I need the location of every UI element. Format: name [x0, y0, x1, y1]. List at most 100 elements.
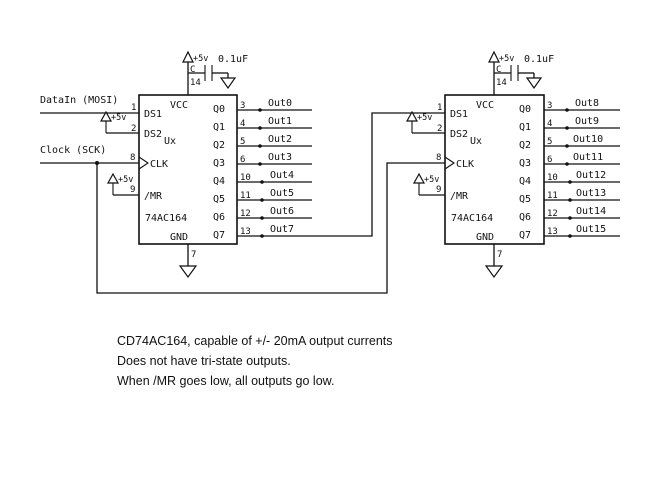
- chip1-pinnum-q4: 10: [240, 173, 251, 183]
- chip1-pin-q4-label: Q4: [213, 176, 225, 187]
- chip1-gnd-pinnum: 7: [191, 250, 196, 260]
- chip2-pin-q1-label: Q1: [519, 122, 531, 133]
- chip1-pin-ds1-label: DS1: [144, 109, 162, 120]
- chip1-vcc-supply-label: +5v: [193, 54, 208, 64]
- chip1-pinnum-q2: 5: [240, 137, 245, 147]
- chip2-net-out13: Out13: [576, 188, 606, 199]
- chip2-pinnum-q6: 12: [547, 209, 558, 219]
- chip1-net-out1: Out1: [268, 116, 292, 127]
- chip1-pin-ds2-label: DS2: [144, 129, 162, 140]
- chip2-vcc-supply-icon: [488, 50, 500, 63]
- chip2-pinnum-ds1: 1: [437, 103, 442, 113]
- chip1-ds2-supply-icon: [99, 110, 113, 122]
- chip2-pinnum-q2: 5: [547, 137, 552, 147]
- chip1-gnd-icon: [178, 265, 198, 279]
- chip2-net-out11: Out11: [573, 152, 603, 163]
- chip1-pinnum-q1: 4: [240, 119, 245, 129]
- chip1-gnd-label: GND: [170, 232, 188, 243]
- chip1-vcc-pinnum: 14: [190, 78, 201, 88]
- chip1-net-out7: Out7: [270, 224, 294, 235]
- chip2-pinnum-ds2: 2: [437, 124, 442, 134]
- chip1-clk-edge-triangle: [138, 156, 149, 170]
- chip1-pin-q0-label: Q0: [213, 104, 225, 115]
- chip1-net-out5: Out5: [270, 188, 294, 199]
- chip1-ds2-supply-label: +5v: [111, 113, 126, 123]
- wire-clock-bus: [96, 162, 445, 294]
- chip2-pinnum-q1: 4: [547, 119, 552, 129]
- chip1-pinnum-q6: 12: [240, 209, 251, 219]
- chip1-pinnum-mr: 9: [130, 185, 135, 195]
- chip1-net-out2: Out2: [268, 134, 292, 145]
- chip1-pin-q2-label: Q2: [213, 140, 225, 151]
- chip1-cap-value: 0.1uF: [218, 54, 248, 65]
- note-line-3: When /MR goes low, all outputs go low.: [117, 374, 334, 388]
- chip2-net-out12: Out12: [576, 170, 606, 181]
- chip1-net-out0: Out0: [268, 98, 292, 109]
- wire-cascade-out7-to-ds1: [237, 112, 445, 237]
- chip2-mr-supply-icon: [412, 172, 426, 184]
- chip1-mr-supply-icon: [106, 172, 120, 184]
- chip2-pinnum-q5: 11: [547, 191, 558, 201]
- chip1-net-out6: Out6: [270, 206, 294, 217]
- chip2-gnd-icon: [484, 265, 504, 279]
- chip1-pinnum-ds2: 2: [131, 124, 136, 134]
- chip2-pin-q2-label: Q2: [519, 140, 531, 151]
- chip1-pin-q5-label: Q5: [213, 194, 225, 205]
- chip2-mr-supply-label: +5v: [424, 175, 439, 185]
- chip2-cap-gnd-icon: [525, 77, 543, 90]
- chip2-cap-ref: C: [496, 65, 501, 75]
- chip1-vcc-label: VCC: [170, 100, 188, 111]
- chip1-pinnum-q3: 6: [240, 155, 245, 165]
- chip1-pinnum-q5: 11: [240, 191, 251, 201]
- chip1-pin-q1-label: Q1: [213, 122, 225, 133]
- chip1-pin-q7-label: Q7: [213, 230, 225, 241]
- input-label-clock: Clock (SCK): [40, 145, 106, 156]
- note-line-2: Does not have tri-state outputs.: [117, 354, 291, 368]
- chip2-pin-ds2-label: DS2: [450, 129, 468, 140]
- chip2-part: 74AC164: [451, 213, 493, 224]
- chip1-pin-clk-label: CLK: [150, 159, 168, 170]
- chip1-mr-supply-label: +5v: [118, 175, 133, 185]
- chip1-pinnum-ds1: 1: [131, 103, 136, 113]
- chip1-pin-q3-label: Q3: [213, 158, 225, 169]
- chip2-net-out14: Out14: [576, 206, 606, 217]
- chip2-ref: Ux: [470, 136, 482, 147]
- chip2-pinnum-q0: 3: [547, 101, 552, 111]
- chip2-pin-mr-label: /MR: [450, 191, 469, 202]
- chip2-cap-value: 0.1uF: [524, 54, 554, 65]
- chip2-pin-q5-label: Q5: [519, 194, 531, 205]
- chip2-vcc-pinnum: 14: [496, 78, 507, 88]
- chip2-clk-edge-triangle: [444, 156, 455, 170]
- chip1-pinnum-q0: 3: [240, 101, 245, 111]
- chip1-pinnum-clk: 8: [130, 153, 135, 163]
- chip2-gnd-pinnum: 7: [497, 250, 502, 260]
- chip2-vcc-label: VCC: [476, 100, 494, 111]
- chip2-pinnum-clk: 8: [436, 153, 441, 163]
- chip2-ds2-supply-icon: [405, 110, 419, 122]
- chip2-net-out10: Out10: [573, 134, 603, 145]
- chip1-cap-ref: C: [190, 65, 195, 75]
- chip2-body: [444, 94, 545, 245]
- chip1-outputs: 3 Out0 4 Out1 5 Out2 6 Out3 10 Out4 11 O…: [237, 98, 312, 238]
- chip2-pin-clk-label: CLK: [456, 159, 474, 170]
- input-label-datain: DataIn (MOSI): [40, 95, 118, 106]
- chip2-pinnum-q3: 6: [547, 155, 552, 165]
- chip2-pin-q6-label: Q6: [519, 212, 531, 223]
- note-line-1: CD74AC164, capable of +/- 20mA output cu…: [117, 334, 393, 348]
- chip2-ds2-supply-label: +5v: [417, 113, 432, 123]
- chip2-pinnum-q7: 13: [547, 227, 558, 237]
- chip2-outputs: 3 Out8 4 Out9 5 Out10 6 Out11 10 Out12 1…: [544, 98, 620, 238]
- chip1-pin-q6-label: Q6: [213, 212, 225, 223]
- chip2-pinnum-mr: 9: [436, 185, 441, 195]
- chip2-pin-ds1-label: DS1: [450, 109, 468, 120]
- chip2-vcc-supply-label: +5v: [499, 54, 514, 64]
- chip2-pin-q4-label: Q4: [519, 176, 531, 187]
- chip1-part: 74AC164: [145, 213, 187, 224]
- chip1-pin-mr-label: /MR: [144, 191, 163, 202]
- chip2-net-out15: Out15: [576, 224, 606, 235]
- chip1-net-out3: Out3: [268, 152, 292, 163]
- chip2-net-out8: Out8: [575, 98, 599, 109]
- chip1-net-out4: Out4: [270, 170, 294, 181]
